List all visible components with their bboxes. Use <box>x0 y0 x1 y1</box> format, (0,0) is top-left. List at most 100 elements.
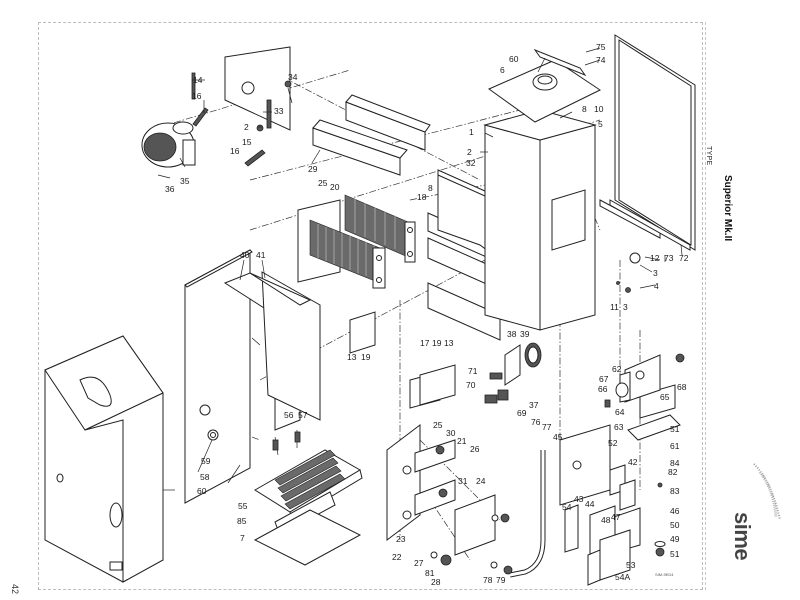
part-label-8: 8 <box>428 183 433 193</box>
part-label-13b: 13 <box>444 338 454 348</box>
part-label-31: 31 <box>458 476 468 486</box>
part-label-82: 82 <box>668 467 678 477</box>
part-label-64: 64 <box>615 407 625 417</box>
part-label-40: 40 <box>240 250 250 260</box>
part-label-43: 43 <box>574 494 584 504</box>
title-strip-divider <box>705 22 706 590</box>
part-label-72: 72 <box>679 253 689 263</box>
part-label-25: 25 <box>318 178 328 188</box>
part-label-6: 6 <box>500 65 505 75</box>
part-label-35: 35 <box>180 176 190 186</box>
part-label-2: 2 <box>244 122 249 132</box>
part-label-13: 13 <box>347 352 357 362</box>
part-label-36: 36 <box>165 184 175 194</box>
sensor-parts <box>616 252 641 293</box>
water-pipes <box>490 440 546 578</box>
part-label-14: 14 <box>193 75 203 85</box>
part-label-77: 77 <box>542 422 552 432</box>
part-label-51: 51 <box>670 549 680 559</box>
part-label-76: 76 <box>531 417 541 427</box>
burner-assembly <box>253 430 363 566</box>
side-panel <box>184 249 253 504</box>
part-label-58: 58 <box>200 472 210 482</box>
part-label-32: 32 <box>466 158 476 168</box>
part-label-11: 11 <box>610 302 619 312</box>
part-label-26: 26 <box>470 444 480 454</box>
part-label-57: 57 <box>298 410 308 420</box>
part-label-70: 70 <box>466 380 476 390</box>
part-label-50: 50 <box>670 520 680 530</box>
part-label-19: 19 <box>361 352 371 362</box>
part-label-47: 47 <box>611 512 621 522</box>
part-label-2b: 2 <box>467 147 472 157</box>
fan-mounting-plate <box>191 46 292 167</box>
leader-lines <box>157 47 683 491</box>
part-number-labels: 14 16 34 33 2 15 16 35 36 29 25 20 40 41… <box>165 42 689 587</box>
part-label-7: 7 <box>240 533 245 543</box>
part-label-15: 15 <box>242 137 252 147</box>
part-label-18: 18 <box>417 192 427 202</box>
part-label-22: 22 <box>392 552 402 562</box>
heat-exchanger <box>297 194 416 354</box>
part-label-83: 83 <box>670 486 680 496</box>
brand-logo: sime <box>730 512 755 561</box>
part-label-46: 46 <box>670 506 680 516</box>
part-label-28: 28 <box>431 577 441 587</box>
part-label-49: 49 <box>670 534 680 544</box>
part-label-1: 1 <box>469 127 474 137</box>
part-label-53: 53 <box>626 560 636 570</box>
inner-chassis <box>483 109 597 331</box>
part-label-44: 44 <box>585 499 595 509</box>
part-label-38: 38 <box>507 329 517 339</box>
part-label-45: 45 <box>553 432 563 442</box>
part-label-68: 68 <box>677 382 687 392</box>
part-label-81: 81 <box>425 568 435 578</box>
part-label-23: 23 <box>396 534 406 544</box>
part-label-60: 60 <box>197 486 207 496</box>
part-label-60-top: 60 <box>509 54 519 64</box>
part-label-33: 33 <box>274 106 284 116</box>
flue-hoods <box>312 94 431 176</box>
part-label-56: 56 <box>284 410 294 420</box>
part-label-74: 74 <box>596 55 606 65</box>
part-label-61: 61 <box>670 441 680 451</box>
part-label-62: 62 <box>612 364 622 374</box>
part-label-79: 79 <box>496 575 506 585</box>
part-label-8b: 8 <box>582 104 587 114</box>
part-label-17: 17 <box>420 338 430 348</box>
part-label-65: 65 <box>660 392 670 402</box>
fan-assembly <box>141 121 196 168</box>
brand-swoosh-icon <box>753 463 781 521</box>
part-label-67: 67 <box>599 374 609 384</box>
part-label-85: 85 <box>237 516 247 526</box>
pressure-switch <box>484 342 542 404</box>
part-label-37: 37 <box>529 400 539 410</box>
part-label-54: 54 <box>562 502 572 512</box>
part-label-69: 69 <box>517 408 527 418</box>
part-label-29: 29 <box>308 164 318 174</box>
part-label-84: 84 <box>670 458 680 468</box>
part-label-51-top: 51 <box>670 424 680 434</box>
page-number: 42 <box>10 584 20 595</box>
part-label-48: 48 <box>601 515 611 525</box>
part-label-21: 21 <box>457 436 467 446</box>
part-label-3: 3 <box>653 268 658 278</box>
drawing-frame <box>38 22 703 590</box>
part-label-24: 24 <box>476 476 486 486</box>
type-label: TYPE <box>705 146 712 166</box>
part-label-34: 34 <box>288 72 298 82</box>
rear-panel <box>599 34 696 251</box>
part-label-75: 75 <box>596 42 606 52</box>
drawing-code: SIM-9ED4 <box>655 572 674 577</box>
part-label-25b: 25 <box>433 420 443 430</box>
part-label-5: 5 <box>598 119 603 129</box>
part-label-54a: 54A <box>615 572 630 582</box>
front-casing <box>44 335 164 583</box>
part-label-71: 71 <box>468 366 478 376</box>
part-label-20: 20 <box>330 182 340 192</box>
part-label-12: 12 <box>650 253 660 263</box>
insulation-panels <box>223 271 321 431</box>
top-plate <box>487 48 601 123</box>
part-label-16: 16 <box>192 91 202 101</box>
